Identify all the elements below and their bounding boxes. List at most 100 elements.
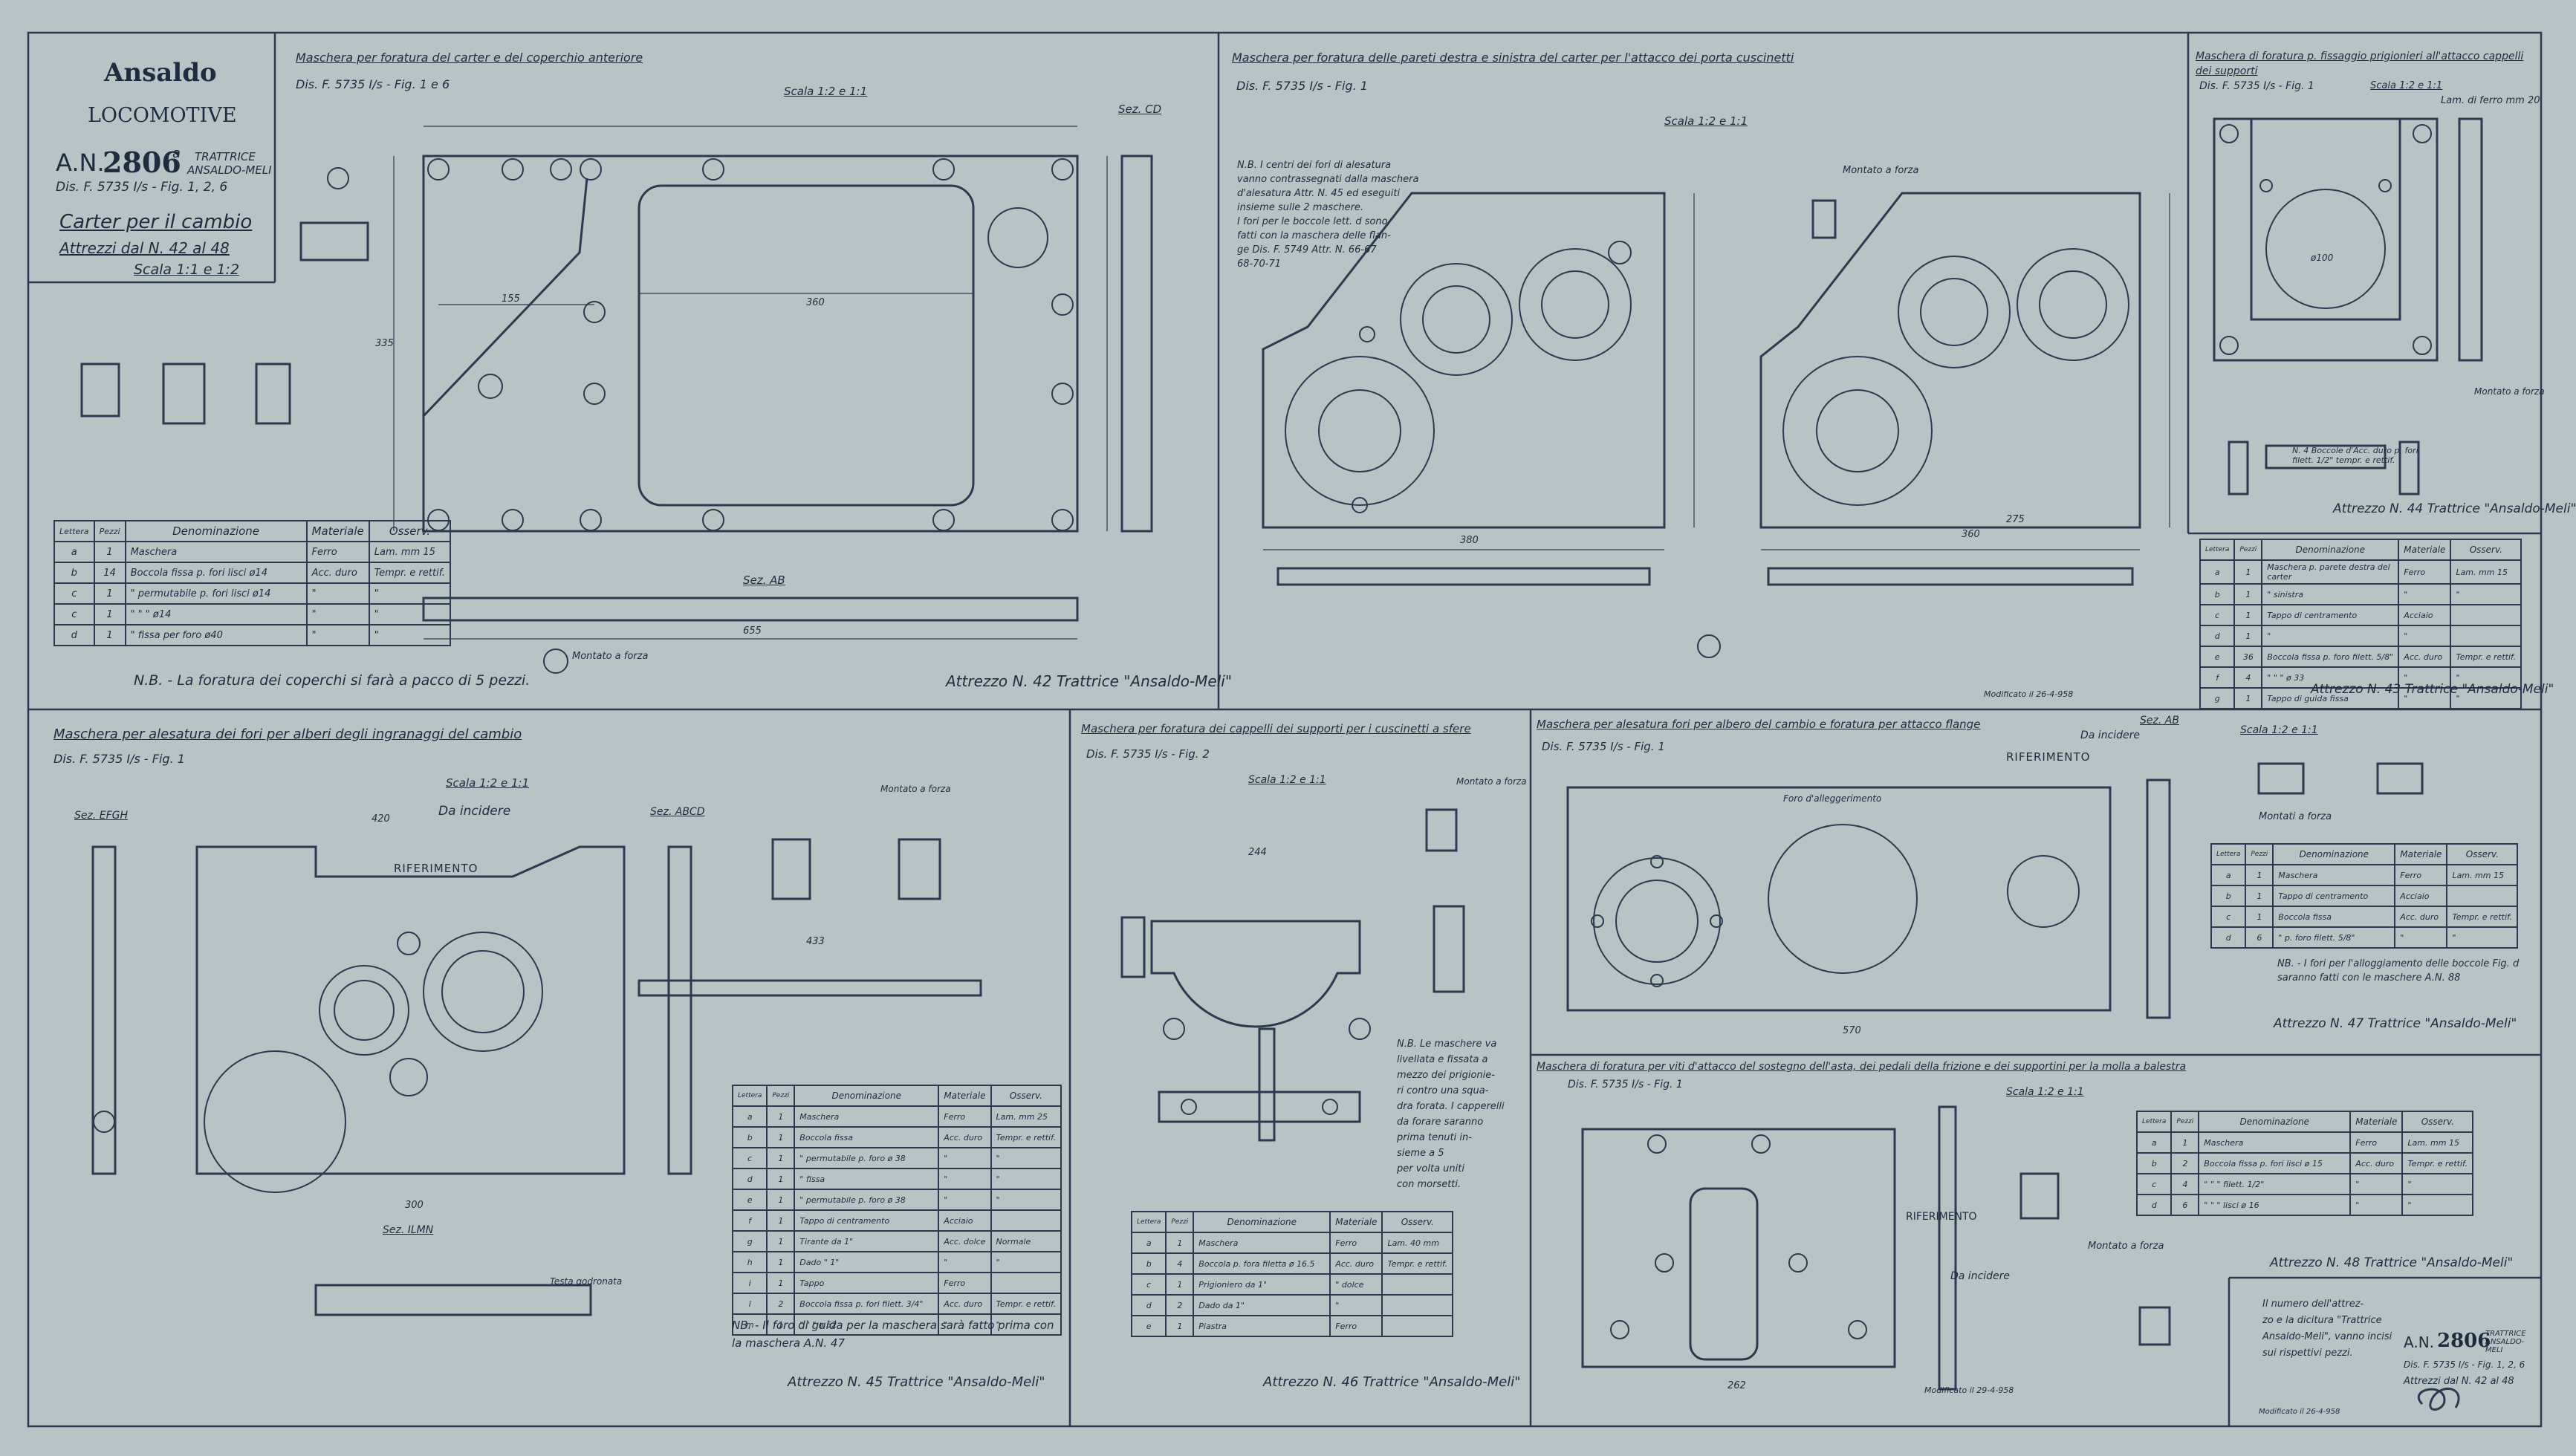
panel-46-drawing (1120, 808, 1465, 1142)
panel-44-heading-wrap: Maschera di foratura p. fissaggio prigio… (2196, 49, 2537, 79)
panel-47-heading: Maschera per alesatura fori per albero d… (1537, 718, 1981, 731)
bom-header: Pezzi (2233, 539, 2263, 561)
support-mask-outline (1581, 1128, 1896, 1368)
section-efgh (91, 845, 117, 1175)
an-label: A.N. (56, 149, 105, 177)
scale-label: Scala 1:1 e 1:2 (134, 261, 240, 278)
panel-48-scale: Scala 1:2 e 1:1 (2006, 1086, 2084, 1098)
cap-mask-outline (2213, 117, 2439, 362)
section-ilmn-label: Sez. ILMN (383, 1224, 434, 1236)
section-efgh-label: Sez. EFGH (74, 810, 129, 822)
section-ab-label: Sez. AB (743, 573, 785, 587)
bom-header: Denominazione (794, 1085, 940, 1107)
bom-header: Pezzi (1165, 1211, 1195, 1233)
panel-45-scale: Scala 1:2 e 1:1 (446, 776, 530, 790)
bom-header: Pezzi (93, 520, 126, 542)
bom-header: Osserv. (1381, 1211, 1454, 1233)
panel-43-bom: Lettera Pezzi Denominazione Materiale Os… (2199, 539, 2523, 709)
panel-47-footer: Attrezzo N. 47 Trattrice "Ansaldo-Meli" (2274, 1016, 2517, 1031)
panel-43-ref: Dis. F. 5735 I/s - Fig. 1 (1236, 79, 1368, 93)
section-abcd (667, 845, 692, 1175)
bom-header: Materiale (2349, 1111, 2404, 1133)
panel-44-footer: Attrezzo N. 44 Trattrice "Ansaldo-Meli" (2333, 501, 2576, 516)
product-line2: ANSALDO-MELI (187, 163, 272, 177)
dim-262: 262 (1727, 1380, 1746, 1391)
dim-570: 570 (1843, 1025, 1861, 1036)
dim-433: 433 (806, 936, 825, 947)
cap-mask (1150, 920, 1361, 1028)
panel-42-footer: Attrezzo N. 42 Trattrice "Ansaldo-Meli" (946, 672, 1233, 690)
panel-45-incise: Da incidere (438, 804, 511, 819)
bom-header: Materiale (305, 520, 370, 542)
side-section-cd (1120, 155, 1153, 533)
right-wall-mask (1759, 192, 2141, 529)
panel-45-footer: Attrezzo N. 45 Trattrice "Ansaldo-Meli" (788, 1374, 1045, 1390)
footer-modified: Modificato il 26-4-958 (2259, 1408, 2340, 1416)
panel-48-modified: Modificato il 29-4-958 (1924, 1385, 2014, 1395)
panel-44-assembly-note: Montato a forza (2474, 386, 2545, 397)
panel-48-drawing (1581, 1105, 2171, 1391)
panel-43-note: N.B. I centri dei fori di alesatura vann… (1237, 160, 1419, 270)
panel-48-heading: Maschera di foratura per viti d'attacco … (1537, 1061, 2187, 1073)
bom-header: Denominazione (2261, 539, 2400, 561)
panel-46-ref: Dis. F. 5735 I/s - Fig. 2 (1086, 747, 1210, 761)
panel-43-heading: Maschera per foratura delle pareti destr… (1232, 51, 1794, 65)
bom-header: Denominazione (124, 520, 308, 542)
panel-43-assembly-note: Montato a forza (1843, 165, 1919, 176)
bom-header: Materiale (2398, 539, 2452, 561)
panel-48-assembly-note: Montato a forza (2088, 1241, 2164, 1252)
tools-range: Attrezzi dal N. 42 al 48 (59, 239, 230, 257)
bom-header: Lettera (731, 1085, 768, 1107)
panel-44-ref: Dis. F. 5735 I/s - Fig. 1 (2199, 80, 2314, 92)
inner-window (637, 184, 975, 507)
panel-43-footer: Attrezzo N. 43 Trattrice "Ansaldo-Meli" (2311, 682, 2554, 697)
footer-drawing-ref: Dis. F. 5735 I/s - Fig. 1, 2, 6 (2404, 1359, 2525, 1370)
bom-header: Materiale (1329, 1211, 1383, 1233)
panel-42-heading: Maschera per foratura del carter e del c… (296, 51, 643, 65)
dim-360: 360 (806, 297, 825, 308)
an-suffix: a (172, 146, 181, 161)
bom-header: Pezzi (2245, 843, 2274, 865)
panel-45-ref: Dis. F. 5735 I/s - Fig. 1 (53, 752, 185, 766)
bom-header: Materiale (2394, 843, 2448, 865)
panel-43-modified: Modificato il 26-4-958 (1984, 689, 2074, 699)
section-cd-label: Sez. CD (1118, 103, 1162, 116)
dim-244: 244 (1248, 847, 1267, 858)
panel-48-incise: Da incidere (1950, 1270, 2011, 1282)
bom-header: Lettera (53, 520, 95, 542)
bom-header: Osserv. (2401, 1111, 2474, 1133)
bom-header: Lettera (2199, 539, 2236, 561)
panel-46-assembly-note: Montato a forza (1456, 776, 1527, 787)
bom-header: Denominazione (1193, 1211, 1331, 1233)
footer-tools-range: Attrezzi dal N. 42 al 48 (2404, 1376, 2514, 1387)
bom-header: Lettera (2210, 843, 2247, 865)
panel-48-reference: RIFERIMENTO (1906, 1211, 1977, 1223)
panel-42-assembly-note: Montato a forza (572, 651, 649, 662)
dim-300: 300 (405, 1200, 424, 1211)
bom-header: Materiale (938, 1085, 992, 1107)
product-line1: TRATTRICE (195, 150, 256, 163)
bom-header: Osserv. (2446, 843, 2519, 865)
panel-48-footer: Attrezzo N. 48 Trattrice "Ansaldo-Meli" (2270, 1255, 2514, 1270)
drawing-reference: Dis. F. 5735 I/s - Fig. 1, 2, 6 (56, 180, 228, 195)
